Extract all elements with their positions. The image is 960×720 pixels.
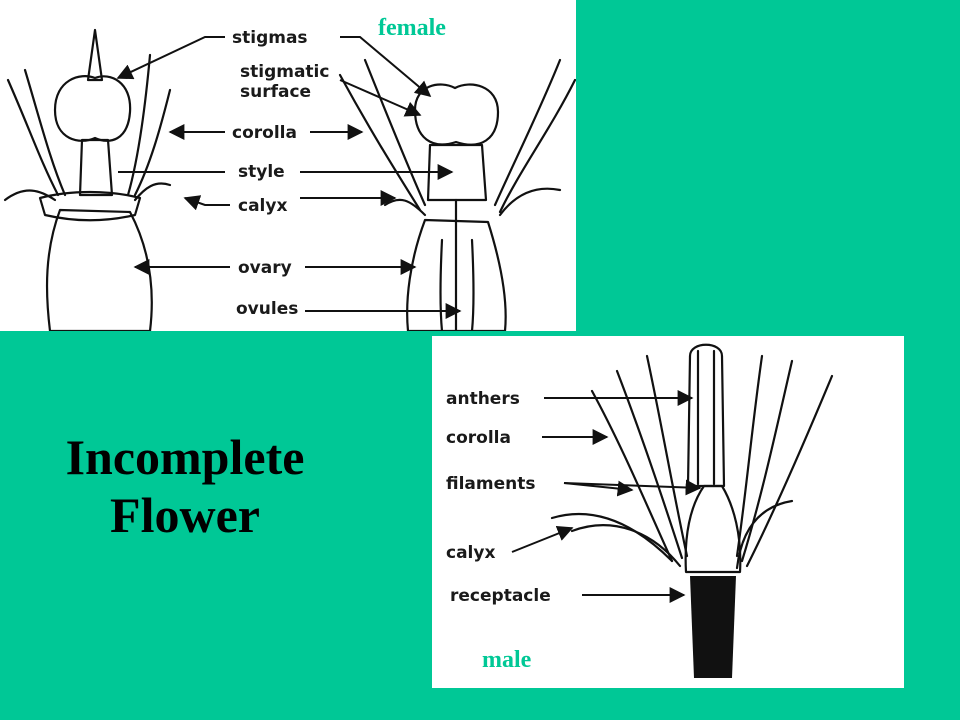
label-corolla-male: corolla (446, 428, 511, 448)
label-calyx-female: calyx (238, 196, 287, 216)
slide-title-line-1: Incomplete (65, 429, 305, 485)
label-ovules: ovules (236, 299, 298, 319)
label-corolla-female: corolla (232, 123, 297, 143)
label-anthers: anthers (446, 389, 520, 409)
male-flower-diagram: anthers corolla filaments calyx receptac… (432, 336, 904, 688)
female-flower-exterior (3, 28, 172, 331)
male-flower-drawing: anthers corolla filaments calyx receptac… (446, 343, 834, 678)
male-label-arrows (511, 390, 702, 603)
female-flower-section (338, 58, 576, 331)
label-surface: surface (240, 82, 311, 102)
male-caption: male (482, 647, 532, 673)
label-style: style (238, 162, 285, 182)
female-flower-diagram: stigmas stigmatic surface corolla style … (0, 0, 576, 331)
female-caption: female (378, 15, 446, 41)
female-label-arrows (116, 36, 462, 319)
label-stigmas: stigmas (232, 28, 308, 48)
label-stigmatic: stigmatic (240, 62, 329, 82)
female-flower-drawing: stigmas stigmatic surface corolla style … (3, 15, 576, 331)
label-calyx-male: calyx (446, 543, 495, 563)
label-ovary: ovary (238, 258, 292, 278)
label-filaments: filaments (446, 474, 536, 494)
male-flower (550, 343, 834, 678)
slide-title: Incomplete Flower (30, 428, 340, 544)
label-receptacle: receptacle (450, 586, 551, 606)
slide-title-line-2: Flower (110, 487, 260, 543)
